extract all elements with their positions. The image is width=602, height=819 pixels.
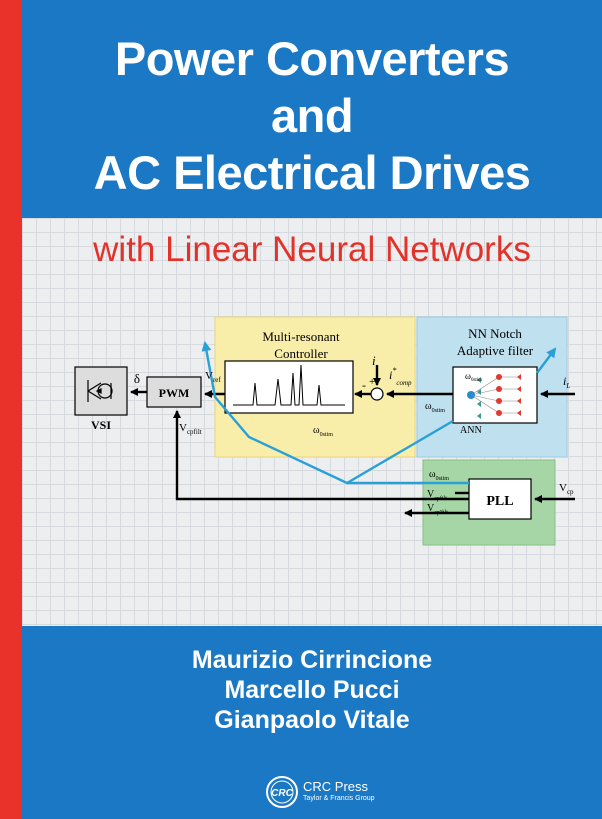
pll-block (468, 478, 532, 520)
vref-label: Vref (205, 370, 221, 384)
pll-label: PLL (486, 494, 513, 509)
filter-output-arrow (536, 347, 557, 374)
crc-logo-icon: CRC (266, 776, 298, 808)
plus-sign: + (369, 376, 375, 388)
controller-title-line-1: Multi-resonant (262, 329, 340, 344)
pwm-label: PWM (159, 386, 190, 400)
omega-ann-label: ω0stim (465, 371, 482, 383)
omega-feedback-path (201, 341, 454, 485)
control-block-diagram: Multi-resonant Controller NN Notch Adapt… (74, 316, 575, 546)
neural-network-icon (467, 374, 521, 419)
pwm-block (146, 376, 202, 408)
vcpfilt-pll-label: Vcpfilt (427, 489, 447, 502)
book-subtitle: with Linear Neural Networks (93, 230, 531, 269)
author-1: Maurizio Cirrincione (191, 646, 433, 674)
summing-junction (370, 387, 384, 401)
resonance-peaks (233, 364, 345, 406)
author-list: Maurizio Cirrincione Marcello Pucci Gian… (22, 645, 602, 735)
publisher-group: Taylor & Francis Group (303, 795, 375, 802)
vcpfilt-label: Vcpfilt (179, 422, 202, 436)
publisher-name: CRC Press (303, 779, 369, 794)
controller-title-line-2: Controller (274, 346, 328, 361)
book-title: Power Converters and AC Electrical Drive… (22, 30, 602, 201)
omega-controller-label: ω0stim (313, 425, 333, 438)
vsi-label: VSI (91, 418, 111, 432)
author-2: Marcello Pucci (224, 676, 400, 704)
minus-sign: - (362, 378, 366, 392)
title-band (22, 0, 602, 218)
red-spine-stripe (0, 0, 22, 819)
il-label: iL (563, 374, 570, 390)
delta-label: δ (134, 371, 140, 386)
resonant-controller-block (224, 360, 354, 414)
title-line-3: AC Electrical Drives (93, 146, 531, 199)
vcp-label: Vcp (559, 482, 574, 496)
istar-label: i*comp (389, 366, 412, 387)
transistor-icon (87, 380, 113, 402)
vcpfilt-feedback-arrow (173, 410, 469, 501)
vcpfilt-prime-label: Vcp'filt (427, 503, 448, 516)
title-line-2: and (270, 89, 354, 142)
ann-label: ANN (460, 425, 482, 436)
author-band (22, 626, 602, 819)
omega-pll-label: ω0stim (429, 469, 449, 482)
i-label: i (372, 353, 376, 368)
filter-title-line-2: Adaptive filter (457, 343, 534, 358)
crc-logo-text: CRC (271, 788, 293, 799)
author-3: Gianpaolo Vitale (214, 706, 410, 734)
title-line-1: Power Converters (114, 32, 510, 85)
omega-ann-input-label: ω0stim (425, 401, 445, 414)
publisher-mark: CRC CRC Press Taylor & Francis Group (265, 775, 375, 809)
filter-title-line-1: NN Notch (468, 326, 522, 341)
